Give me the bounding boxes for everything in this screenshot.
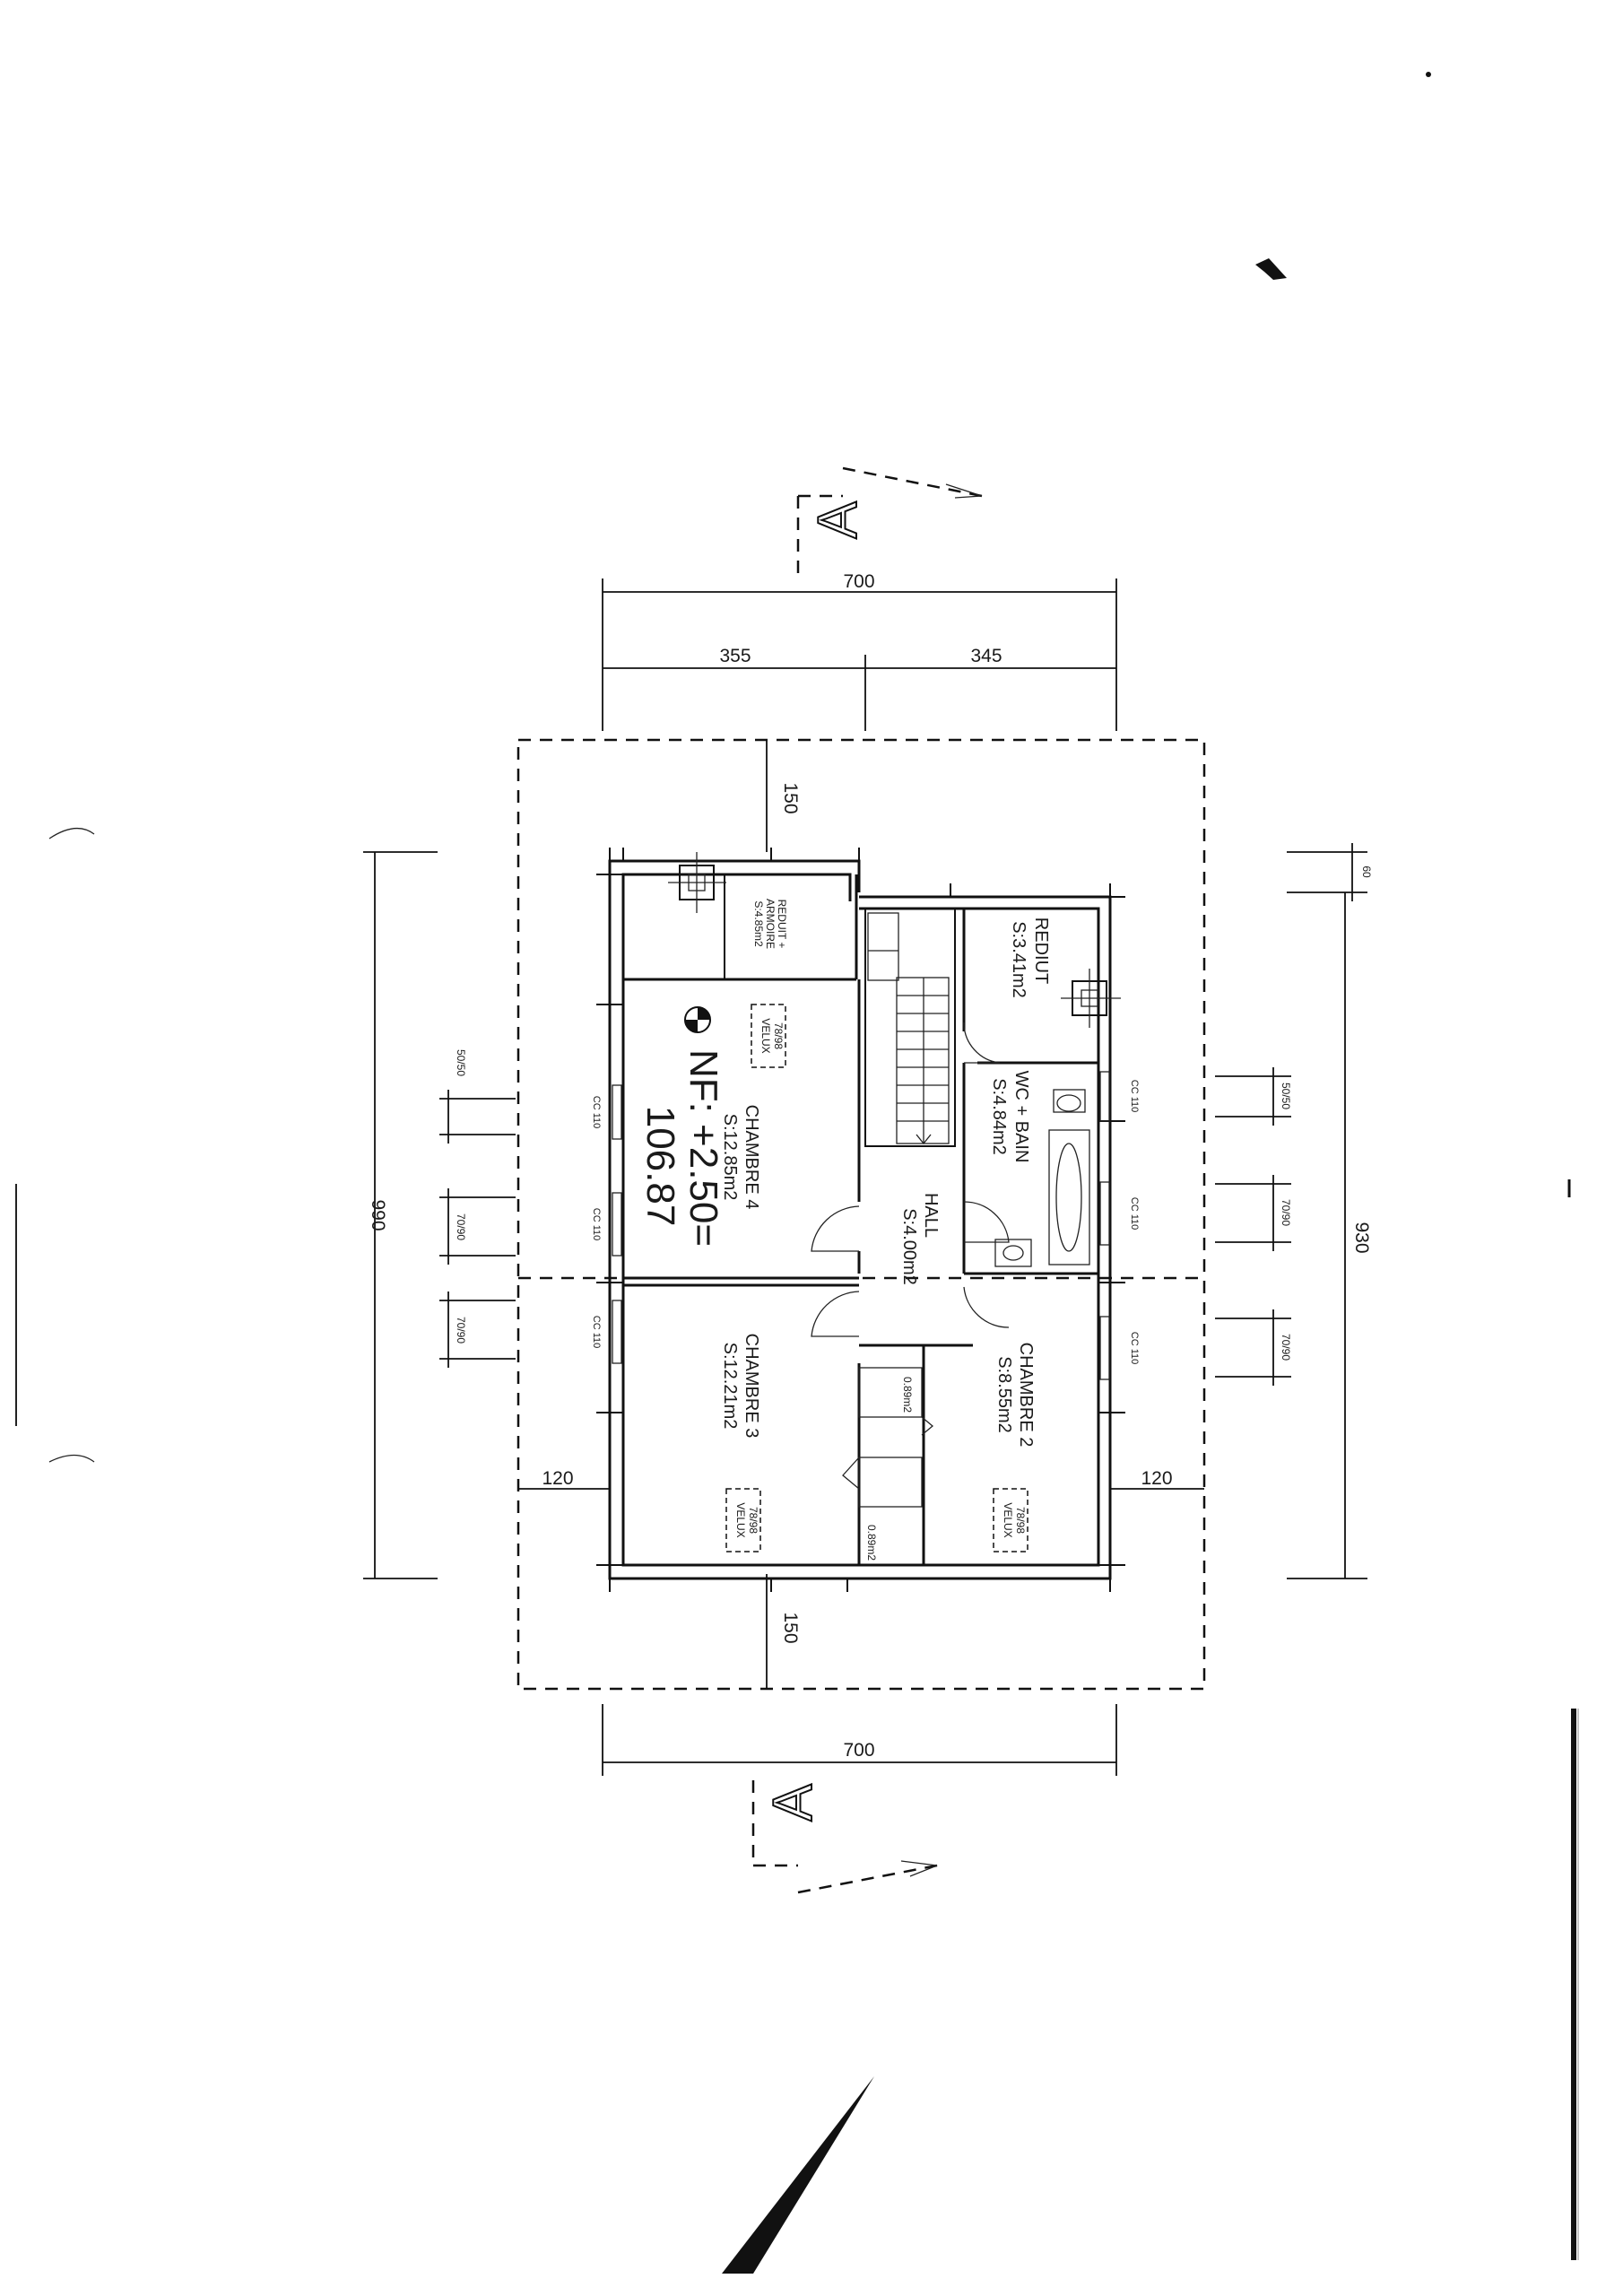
svg-text:S:12.85m2: S:12.85m2 xyxy=(720,1114,740,1201)
svg-text:S:3.41m2: S:3.41m2 xyxy=(1009,921,1028,998)
toilet-icon xyxy=(1053,1089,1086,1113)
svg-text:WC + BAIN: WC + BAIN xyxy=(1011,1071,1031,1163)
svg-text:CHAMBRE 2: CHAMBRE 2 xyxy=(1016,1343,1036,1448)
room-label-rediut: REDIUT S:3.41m2 xyxy=(1009,918,1051,998)
svg-text:REDUIT +: REDUIT + xyxy=(776,900,788,949)
room-label-hall: HALL S:4.00m2 xyxy=(899,1193,941,1285)
bathroom-fixtures xyxy=(994,1089,1090,1267)
dimension-bottom: 700 xyxy=(602,1704,1117,1776)
scan-artifacts xyxy=(15,72,1579,2274)
svg-text:NF: +2.50=: NF: +2.50= xyxy=(681,1049,725,1247)
closet-area-b: 0.89m2 xyxy=(865,1525,878,1561)
level-label: NF: +2.50= 106.87 xyxy=(638,1049,725,1247)
svg-text:CHAMBRE 3: CHAMBRE 3 xyxy=(742,1334,761,1439)
dimension-left: 990 50/50 70/90 70/90 xyxy=(363,851,516,1579)
section-marker-bottom: A xyxy=(751,1780,938,1894)
dimension-right: 60 930 50/50 70/90 70/90 xyxy=(1215,843,1373,1579)
dim-window-left-2: 70/90 xyxy=(455,1213,467,1240)
section-letter-bottom: A xyxy=(762,1784,824,1822)
svg-text:S:8.55m2: S:8.55m2 xyxy=(994,1356,1014,1433)
dim-window-right-2: 70/90 xyxy=(1280,1199,1292,1226)
flue-icon-left xyxy=(668,852,726,913)
bathtub-icon xyxy=(1048,1129,1090,1265)
dim-right-offset: 60 xyxy=(1360,865,1373,878)
section-marker-top: A xyxy=(796,466,983,578)
room-label-chambre3: CHAMBRE 3 S:12.21m2 xyxy=(720,1334,761,1439)
overhang-dims: 150 150 120 120 xyxy=(518,740,1204,1689)
level-symbol-icon xyxy=(684,1006,711,1033)
svg-text:78/98: 78/98 xyxy=(772,1022,785,1049)
svg-text:S:4.84m2: S:4.84m2 xyxy=(989,1078,1009,1155)
dim-window-right-3: 70/90 xyxy=(1280,1334,1292,1361)
svg-text:106.87: 106.87 xyxy=(638,1106,682,1227)
room-label-wc-bain: WC + BAIN S:4.84m2 xyxy=(989,1071,1031,1163)
svg-text:VELUX: VELUX xyxy=(759,1018,772,1053)
dim-overhang-left: 120 xyxy=(542,1468,573,1489)
sink-icon xyxy=(994,1239,1032,1267)
dim-window-right-1: 50/50 xyxy=(1280,1083,1292,1109)
svg-text:CC 110: CC 110 xyxy=(591,1208,602,1240)
svg-text:VELUX: VELUX xyxy=(1002,1502,1014,1537)
dim-overhang-top: 150 xyxy=(780,782,801,813)
staircase xyxy=(867,912,950,1145)
velux-chambre2: VELUX 78/98 xyxy=(993,1488,1028,1552)
svg-text:S:4.00m2: S:4.00m2 xyxy=(899,1208,919,1285)
room-label-chambre4: CHAMBRE 4 S:12.85m2 xyxy=(720,1105,761,1210)
dim-total-bottom: 700 xyxy=(843,1740,874,1761)
dim-window-left-3: 70/90 xyxy=(455,1317,467,1344)
svg-text:CC 110: CC 110 xyxy=(591,1316,602,1348)
dim-window-left-1: 50/50 xyxy=(455,1049,467,1076)
dim-overhang-right: 120 xyxy=(1141,1468,1172,1489)
svg-text:HALL: HALL xyxy=(921,1193,941,1238)
svg-text:78/98: 78/98 xyxy=(747,1507,759,1534)
velux-chambre3: VELUX 78/98 xyxy=(725,1488,761,1552)
svg-text:S:4.85m2: S:4.85m2 xyxy=(752,900,765,947)
svg-text:CHAMBRE 4: CHAMBRE 4 xyxy=(742,1105,761,1210)
svg-text:ARMOIRE: ARMOIRE xyxy=(764,899,777,949)
dim-left-part: 355 xyxy=(719,646,751,666)
svg-text:VELUX: VELUX xyxy=(734,1502,747,1537)
flue-icon-right xyxy=(1061,969,1121,1028)
dim-right-part: 345 xyxy=(970,646,1002,666)
dim-overhang-bottom: 150 xyxy=(780,1612,801,1643)
room-label-chambre2: CHAMBRE 2 S:8.55m2 xyxy=(994,1343,1036,1448)
dimension-top: 700 355 345 xyxy=(602,571,1117,731)
dim-length-right: 930 xyxy=(1351,1222,1372,1253)
closet-area-a: 0.89m2 xyxy=(901,1377,914,1413)
window-markers: CC 110 CC 110 CC 110 CC 110 CC 110 CC 11… xyxy=(591,1071,1140,1380)
velux-chambre4: VELUX 78/98 xyxy=(751,1004,786,1068)
closet-storage: 0.89m2 0.89m2 xyxy=(842,1367,934,1561)
dim-total-top: 700 xyxy=(843,571,874,592)
svg-text:CC 110: CC 110 xyxy=(1129,1197,1140,1230)
room-label-reduit-armoire: REDUIT + ARMOIRE S:4.85m2 xyxy=(752,899,788,949)
svg-text:CC 110: CC 110 xyxy=(591,1096,602,1128)
interior-walls xyxy=(623,874,1098,1565)
door-swings xyxy=(811,1022,1010,1337)
svg-text:S:12.21m2: S:12.21m2 xyxy=(720,1343,740,1430)
dim-length-left: 990 xyxy=(368,1199,388,1231)
svg-text:CC 110: CC 110 xyxy=(1129,1332,1140,1364)
svg-text:78/98: 78/98 xyxy=(1014,1507,1027,1534)
svg-text:CC 110: CC 110 xyxy=(1129,1080,1140,1112)
exterior-walls xyxy=(596,848,1125,1592)
svg-text:REDIUT: REDIUT xyxy=(1031,918,1051,984)
section-letter-top: A xyxy=(807,501,869,539)
